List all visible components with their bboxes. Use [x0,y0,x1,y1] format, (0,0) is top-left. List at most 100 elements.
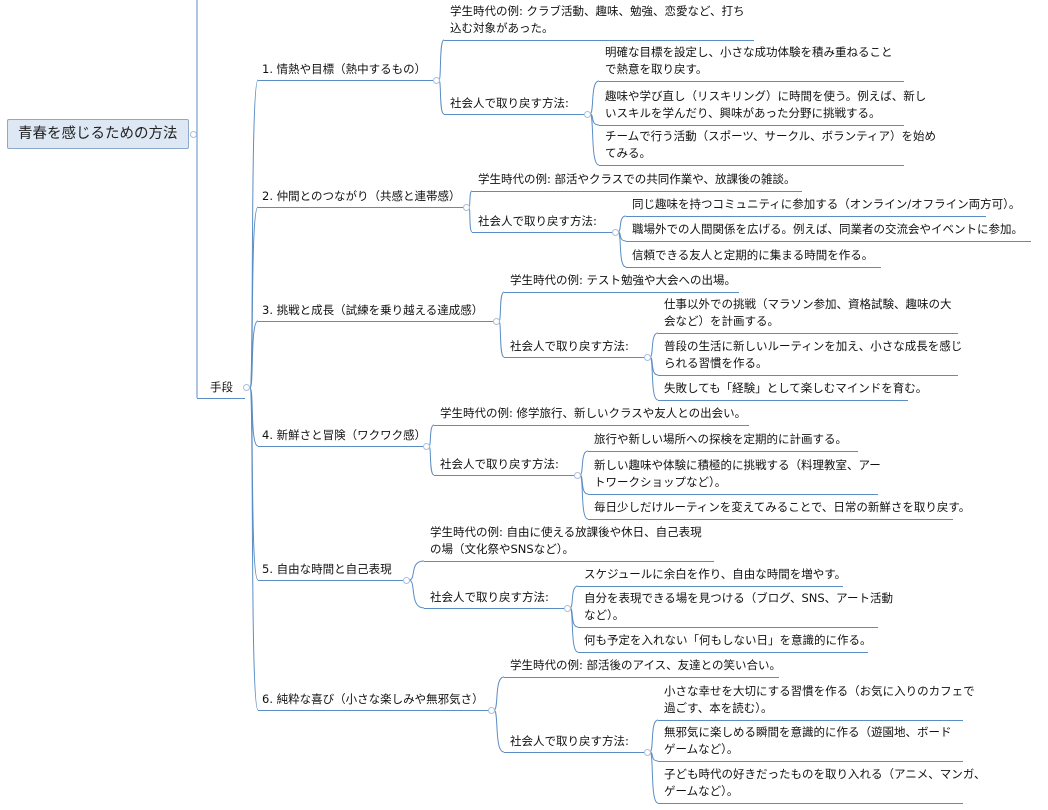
method-item-topic[interactable]: 小さな幸せを大切にする習慣を作る（お気に入りのカフェで 過ごす、本を読む）。 [664,684,975,715]
connector-curve [579,474,589,495]
connector-curve [589,113,600,166]
collapse-toggle-icon[interactable] [463,204,470,211]
method-item-topic[interactable]: 毎日少しだけルーティンを変えてみることで、日常の新鮮さを取り戻す。 [594,500,971,514]
topic-underline [504,752,644,753]
root-topic[interactable]: 青春を感じるための方法 [7,119,189,149]
method-item-topic[interactable]: 旅行や新しい場所への探検を定期的に計画する。 [594,432,847,446]
topic-underline [599,125,904,126]
connector-curve [438,39,445,81]
collapse-toggle-icon[interactable] [564,605,571,612]
example-topic[interactable]: 学生時代の例: 修学旅行、新しいクラスや友人との出会い。 [440,406,747,420]
collapse-toggle-icon[interactable] [403,577,410,584]
topic-underline [588,519,953,520]
collapse-toggle-icon[interactable] [584,111,591,118]
collapse-toggle-icon[interactable] [488,707,495,714]
collapse-toggle-icon[interactable] [190,131,197,138]
connector-curve [408,560,425,581]
topic-underline [258,80,433,81]
connector-curve [249,320,259,389]
collapse-toggle-icon[interactable] [612,229,619,236]
connector-curve [579,450,589,476]
connector-curve [649,356,659,401]
method-item-topic[interactable]: 子ども時代の好きだったものを取り入れる（アニメ、マンガ、 ゲームなど）。 [664,767,986,798]
method-item-topic[interactable]: 同じ趣味を持つコミュニティに参加する（オンライン/オフライン両方可）。 [632,197,1021,211]
connector-curve [498,320,505,358]
topic-underline [258,580,403,581]
connector-curve [249,387,259,447]
connector-curve [649,719,659,753]
category-topic[interactable]: 2. 仲間とのつながり（共感と連帯感） [262,189,461,203]
connector-curve [649,751,659,762]
collapse-toggle-icon[interactable] [493,318,500,325]
method-item-topic[interactable]: 自分を表現できる場を見つける（ブログ、SNS、アート活動 など）。 [584,591,893,622]
connector-curve [569,607,579,653]
connector-curve [649,356,659,376]
topic-underline [258,710,488,711]
connector-curve [408,579,425,609]
connector-curve [649,332,659,358]
method-item-topic[interactable]: 職場外での人間関係を広げる。例えば、同業者の交流会やイベントに参加。 [632,222,1023,236]
method-label-topic[interactable]: 社会人で取り戻す方法: [430,590,549,604]
collapse-toggle-icon[interactable] [574,472,581,479]
example-topic[interactable]: 学生時代の例: テスト勉強や大会への出場。 [510,273,737,287]
topic-underline [578,586,843,587]
method-label-topic[interactable]: 社会人で取り戻す方法: [510,734,629,748]
topic-underline [658,761,963,762]
method-item-topic[interactable]: 普段の生活に新しいルーティンを加え、小さな成長を感じ られる習慣を作る。 [664,339,963,370]
connector-curve [468,190,473,208]
connector-curve [589,80,600,115]
connector-curve [428,424,435,447]
method-item-topic[interactable]: 失敗しても「経験」として楽しむマインドを育む。 [664,381,928,395]
connector-curve [249,387,259,711]
connector-curve [569,585,579,609]
topic-underline [424,561,714,562]
connector-curve [249,206,259,389]
topic-underline [424,608,564,609]
topic-underline [258,321,493,322]
category-topic[interactable]: 4. 新鮮さと冒険（ワクワク感） [262,428,427,442]
example-topic[interactable]: 学生時代の例: 部活やクラスでの共同作業や、放課後の雑談。 [478,172,796,186]
main-branch-topic[interactable]: 手段 [210,380,233,394]
example-topic[interactable]: 学生時代の例: 自由に使える放課後や休日、自己表現 の場（文化祭やSNSなど）。 [430,525,702,556]
method-label-topic[interactable]: 社会人で取り戻す方法: [440,457,559,471]
topic-underline [434,425,749,426]
topic-underline [626,267,881,268]
method-item-topic[interactable]: 無邪気に楽しめる瞬間を意識的に作る（遊園地、ボード ゲームなど）。 [664,725,952,756]
method-item-topic[interactable]: 仕事以外での挑戦（マラソン参加、資格試験、趣味の大 会など）を計画する。 [664,297,952,328]
connector-curve [493,709,505,753]
connector-curve [569,607,579,628]
connector-curve [589,113,600,126]
topic-underline [472,191,802,192]
connector-curve [438,79,445,115]
method-item-topic[interactable]: 趣味や学び直し（リスキリング）に時間を使う。例えば、新し いスキルを学んだり、興… [605,89,927,120]
method-item-topic[interactable]: 新しい趣味や体験に積極的に挑戦する（料理教室、アー トワークショップなど）。 [594,458,881,489]
method-label-topic[interactable]: 社会人で取り戻す方法: [478,214,597,228]
collapse-toggle-icon[interactable] [423,443,430,450]
category-topic[interactable]: 6. 純粋な喜び（小さな楽しみや無邪気さ） [262,692,484,706]
collapse-toggle-icon[interactable] [644,749,651,756]
method-item-topic[interactable]: 信頼できる友人と定期的に集まる時間を作る。 [632,248,874,262]
topic-underline [658,803,963,804]
connector-curve [468,206,473,233]
method-item-topic[interactable]: 何も予定を入れない「何もしない日」を意識的に作る。 [584,633,872,647]
connector-curve [249,387,259,581]
topic-underline [504,292,739,293]
collapse-toggle-icon[interactable] [644,354,651,361]
method-label-topic[interactable]: 社会人で取り戻す方法: [450,96,569,110]
collapse-toggle-icon[interactable] [243,384,250,391]
connector-curve [249,79,259,389]
example-topic[interactable]: 学生時代の例: 部活後のアイス、友達との笑い合い。 [510,658,781,672]
category-topic[interactable]: 3. 挑戦と成長（試練を乗り越える達成感） [262,303,484,317]
category-topic[interactable]: 1. 情熱や目標（熱中するもの） [262,62,427,76]
topic-underline [626,241,1031,242]
method-label-topic[interactable]: 社会人で取り戻す方法: [510,339,629,353]
method-item-topic[interactable]: スケジュールに余白を作り、自由な時間を増やす。 [584,567,847,581]
connector-curve [649,751,659,804]
category-topic[interactable]: 5. 自由な時間と自己表現 [262,562,392,576]
connector-curve [428,445,435,476]
method-item-topic[interactable]: 明確な目標を設定し、小さな成功体験を積み重ねること で熱意を取り戻す。 [605,45,893,76]
example-topic[interactable]: 学生時代の例: クラブ活動、趣味、勉強、恋愛など、打ち 込む対象があった。 [450,4,745,35]
method-item-topic[interactable]: チームで行う活動（スポーツ、サークル、ボランティア）を始め てみる。 [605,129,936,160]
collapse-toggle-icon[interactable] [433,77,440,84]
